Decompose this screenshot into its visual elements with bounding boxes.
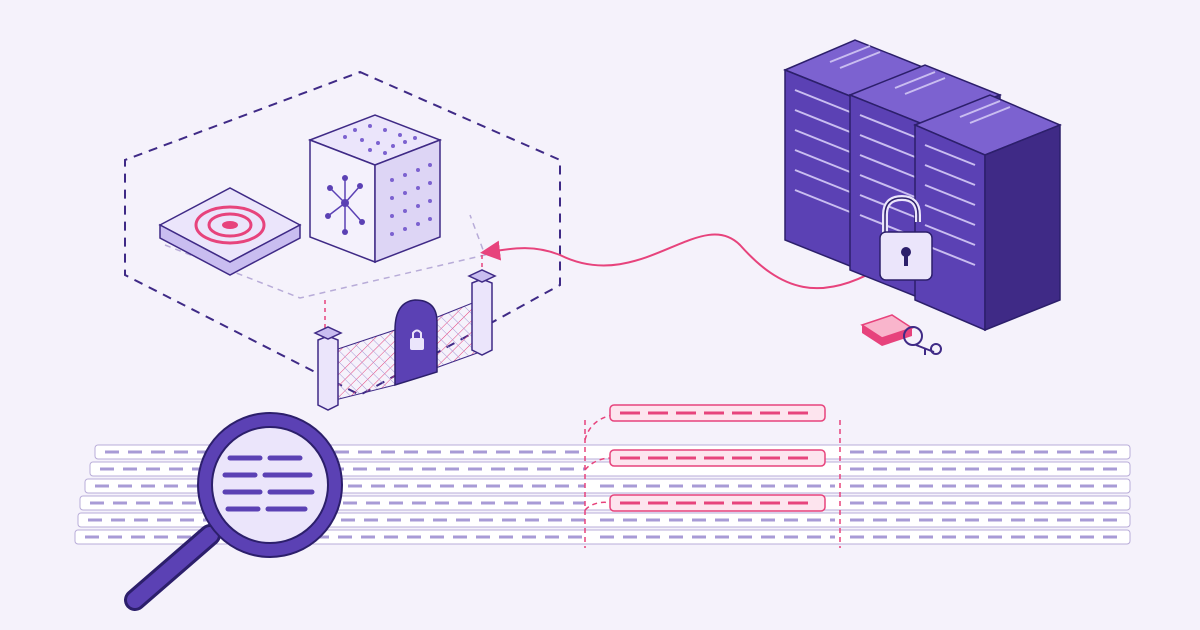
dashed-hexagon-outline	[124, 70, 561, 397]
curved-arrow-icon	[480, 233, 886, 290]
locked-gate-icon	[313, 255, 497, 411]
open-padlock-icon	[879, 194, 933, 281]
magnifying-glass-icon	[124, 412, 343, 611]
network-cube-icon	[307, 114, 443, 264]
target-tile-icon	[158, 187, 302, 276]
key-with-tag-icon	[860, 314, 942, 355]
server-rack-icon	[783, 39, 1062, 332]
data-table-illustration	[74, 414, 1131, 548]
highlighted-row-icon	[609, 404, 826, 512]
